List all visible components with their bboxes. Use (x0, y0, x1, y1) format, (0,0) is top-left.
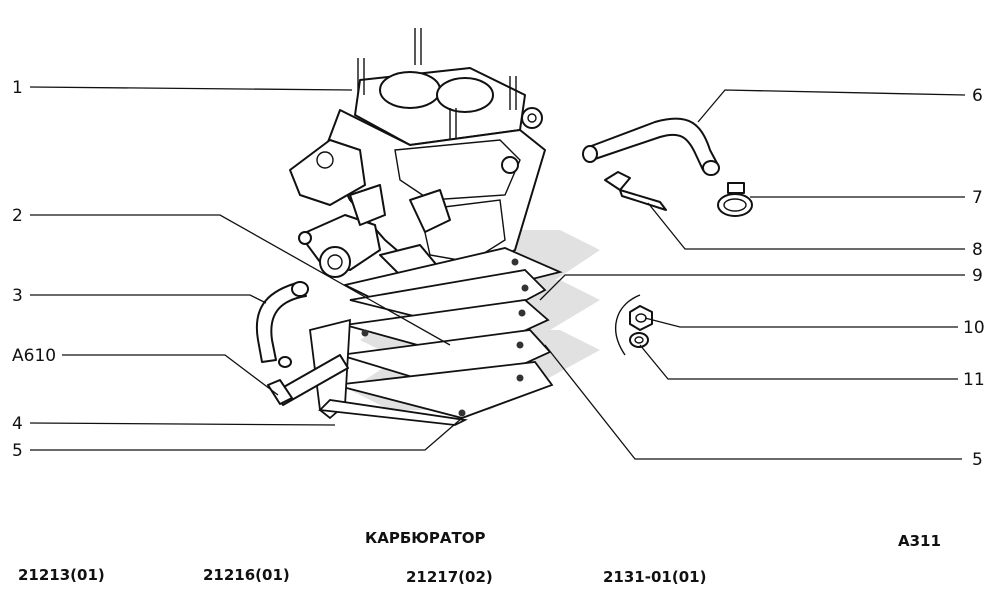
stud-arc (615, 294, 641, 356)
callout-labels: 1 2 3 А610 4 5 6 7 8 9 10 11 5 (12, 78, 985, 470)
model-code: 2131-01(01) (603, 568, 707, 586)
callout-2: 2 (12, 206, 23, 226)
callout-8: 8 (972, 240, 983, 260)
bracket-8 (604, 171, 667, 211)
tube-a610 (267, 354, 349, 406)
callout-a610: А610 (12, 346, 56, 366)
hose-3 (255, 281, 309, 368)
callout-10: 10 (963, 318, 985, 338)
model-code: 21217(02) (406, 568, 493, 586)
callout-11: 11 (963, 370, 985, 390)
gasket-stack (334, 247, 563, 419)
callout-6: 6 (972, 86, 983, 106)
hose-6 (582, 117, 720, 176)
clamp-7 (717, 182, 753, 217)
callout-9: 9 (972, 266, 983, 286)
callout-3: 3 (12, 286, 23, 306)
model-code: 21213(01) (18, 566, 105, 584)
washer-11 (629, 332, 649, 348)
leader-lines (29, 86, 966, 460)
diagram-title: КАРБЮРАТОР (365, 529, 486, 547)
callout-7: 7 (972, 188, 983, 208)
callout-4: 4 (12, 414, 23, 434)
carburetor-body (289, 28, 546, 302)
callout-1: 1 (12, 78, 23, 98)
callout-5-left: 5 (12, 441, 23, 461)
callout-5-right: 5 (972, 450, 983, 470)
model-code: 21216(01) (203, 566, 290, 584)
nut-10 (629, 305, 653, 331)
diagram-code: A311 (898, 532, 941, 550)
